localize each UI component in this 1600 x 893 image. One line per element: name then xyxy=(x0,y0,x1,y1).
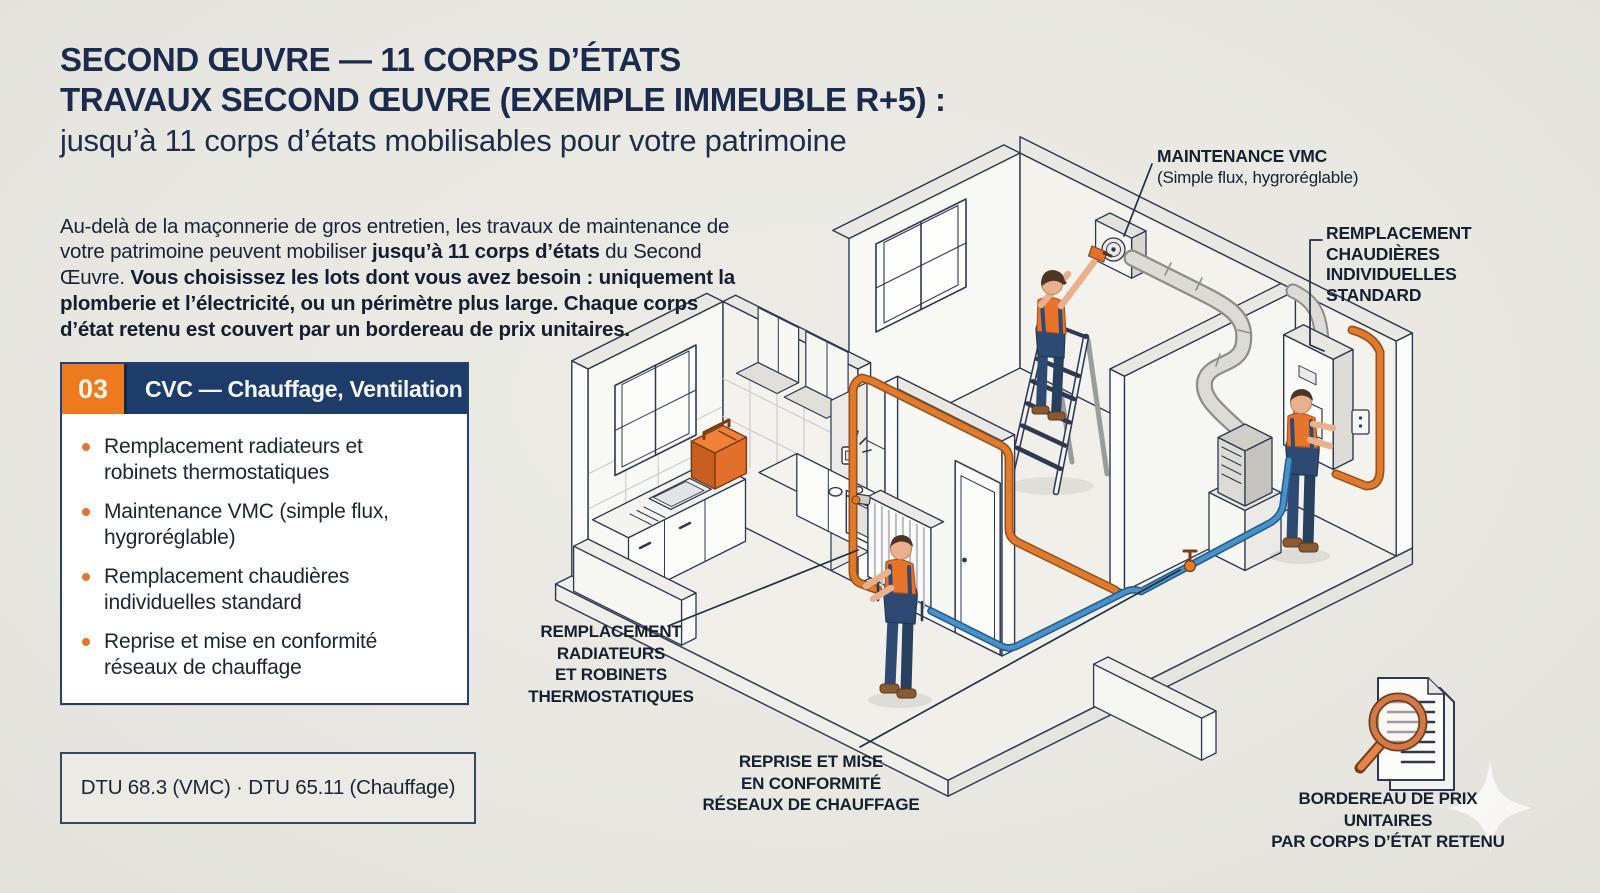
list-item: Maintenance VMC (simple flux, hygrorégla… xyxy=(78,499,453,551)
intro-part2: du Second Œuvre. xyxy=(60,240,702,290)
leader-radiateurs xyxy=(667,549,859,627)
lot-number-badge: 03 xyxy=(62,364,127,414)
bullet-icon xyxy=(82,443,90,451)
orange-riser-pipe xyxy=(1331,325,1385,491)
label-line: MAINTENANCE VMC xyxy=(1157,146,1328,166)
label-maintenance-vmc: MAINTENANCE VMC (Simple flux, hygrorégla… xyxy=(1157,146,1359,188)
magnifier-icon xyxy=(1354,692,1428,774)
wall-socket-icon xyxy=(1351,409,1370,435)
label-line: RADIATEURS xyxy=(556,643,666,663)
list-item: Remplacement radiateurs et robinets ther… xyxy=(78,434,453,486)
intro-bold2: Vous choisissez les lots dont vous avez … xyxy=(60,266,736,341)
pipe-valve-icon xyxy=(1182,549,1198,573)
vmc-duct xyxy=(1123,249,1253,437)
label-line: BORDEREAU DE PRIX UNITAIRES xyxy=(1298,789,1478,830)
worker-radiator xyxy=(862,535,932,708)
label-line: REPRISE ET MISE xyxy=(738,752,884,771)
dtu-footnote-box: DTU 68.3 (VMC) · DTU 65.11 (Chauffage) xyxy=(60,752,476,824)
label-line: (Simple flux, hygroréglable) xyxy=(1157,168,1359,187)
label-remplacement-chaudieres: REMPLACEMENT CHAUDIÈRES INDIVIDUELLES ST… xyxy=(1326,223,1472,305)
low-cut-wall-front xyxy=(572,538,697,646)
page-title-line2: TRAVAUX SECOND ŒUVRE (EXEMPLE IMMEUBLE R… xyxy=(60,81,946,118)
intro-paragraph: Au-delà de la maçonnerie de gros entreti… xyxy=(60,214,755,343)
lot-card-title: CVC — Chauffage, Ventilation xyxy=(145,375,463,402)
intro-part1: Au-delà de la maçonnerie de gros entreti… xyxy=(60,214,730,264)
lot-card-cvc: 03 CVC — Chauffage, Ventilation Remplace… xyxy=(60,362,469,705)
lot-item-label: Maintenance VMC (simple flux, hygrorégla… xyxy=(104,500,389,549)
label-line: REMPLACEMENT xyxy=(540,622,682,641)
label-line: THERMOSTATIQUES xyxy=(528,686,694,706)
label-line: CHAUDIÈRES xyxy=(1326,243,1440,264)
page-subtitle: jusqu’à 11 corps d’états mobilisables po… xyxy=(60,123,847,158)
lot-card-body: Remplacement radiateurs et robinets ther… xyxy=(62,414,467,703)
bordereau-icon xyxy=(1354,677,1455,791)
label-bordereau: BORDEREAU DE PRIX UNITAIRES PAR CORPS D’… xyxy=(1263,788,1513,853)
list-item: Remplacement chaudières individuelles st… xyxy=(78,564,453,616)
page-title-line1: SECOND ŒUVRE — 11 CORPS D’ÉTATS xyxy=(60,41,681,78)
toolbox-icon xyxy=(690,418,748,490)
watermark-arrow-icon xyxy=(1448,760,1532,854)
label-line: ET ROBINETS xyxy=(554,665,668,684)
intro-bold1: jusqu’à 11 corps d’états xyxy=(372,240,600,264)
bedroom-window-icon xyxy=(875,198,967,333)
label-line: EN CONFORMITÉ xyxy=(740,773,881,793)
dtu-footnote-text: DTU 68.3 (VMC) · DTU 65.11 (Chauffage) xyxy=(80,776,456,799)
title-block: SECOND ŒUVRE — 11 CORPS D’ÉTATS TRAVAUX … xyxy=(60,40,946,160)
leader-reprise xyxy=(859,569,1181,748)
leader-chaudieres xyxy=(1309,239,1325,352)
leader-lines xyxy=(667,163,1325,748)
thermostatic-valve-icon xyxy=(851,493,871,506)
lot-item-label: Remplacement radiateurs et robinets ther… xyxy=(104,435,363,484)
label-line: PAR CORPS D’ÉTAT RETENU xyxy=(1271,832,1505,851)
lot-item-label: Remplacement chaudières individuelles st… xyxy=(104,565,350,614)
label-reprise-reseaux: REPRISE ET MISE EN CONFORMITÉ RÉSEAUX DE… xyxy=(700,751,922,816)
vmc-extractor-icon xyxy=(1217,423,1273,507)
heating-pipe-blue xyxy=(927,456,1293,652)
label-line: INDIVIDUELLES xyxy=(1326,264,1457,284)
bullet-icon xyxy=(82,573,90,581)
list-item: Reprise et mise en conformité réseaux de… xyxy=(78,629,453,681)
heating-pipe-orange xyxy=(848,373,1120,595)
bullet-icon xyxy=(82,638,90,646)
low-cut-wall-right xyxy=(1092,656,1217,761)
label-line: RÉSEAUX DE CHAUFFAGE xyxy=(702,795,920,814)
kitchen-upper-cabinets xyxy=(735,306,849,419)
leader-vmc xyxy=(1123,163,1153,237)
label-line: STANDARD xyxy=(1326,284,1422,305)
worker-vmc xyxy=(1031,245,1113,421)
worker-boiler xyxy=(1270,389,1337,564)
lot-card-header: 03 CVC — Chauffage, Ventilation xyxy=(62,364,467,414)
kitchen-window-icon xyxy=(614,344,697,477)
bullet-icon xyxy=(82,508,90,516)
label-remplacement-radiateurs: REMPLACEMENT RADIATEURS ET ROBINETS THER… xyxy=(520,621,702,707)
lot-item-label: Reprise et mise en conformité réseaux de… xyxy=(104,630,378,679)
label-line: REMPLACEMENT xyxy=(1326,223,1472,243)
